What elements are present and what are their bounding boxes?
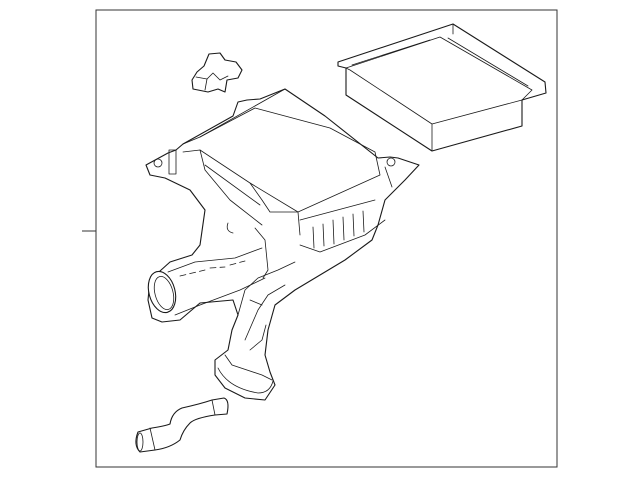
air-cleaner-assembly [145, 88, 420, 401]
mount-insulator [191, 52, 243, 93]
breather-hose [135, 397, 229, 453]
air-filter-element [337, 23, 547, 152]
diagram-frame [95, 9, 558, 468]
